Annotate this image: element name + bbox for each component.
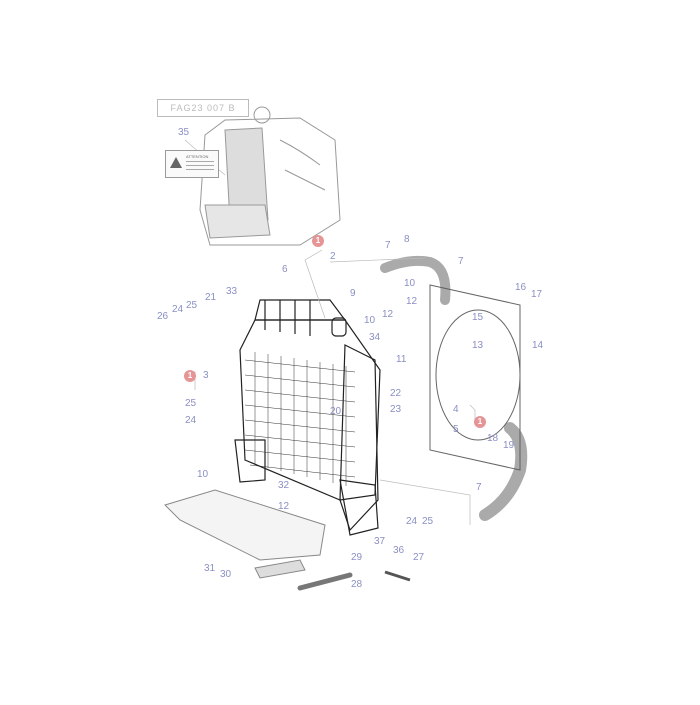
part-label: 3: [203, 370, 209, 381]
part-label: 10: [197, 469, 209, 480]
part-label: 18: [487, 433, 499, 444]
part-label: 8: [404, 234, 410, 245]
warning-triangle-icon: [170, 157, 182, 168]
reference-badge: 1: [474, 416, 486, 428]
part-label: 33: [226, 286, 238, 297]
part-label: 20: [330, 406, 342, 417]
part-label: 22: [390, 388, 402, 399]
part-label: 26: [157, 311, 169, 322]
part-label: 30: [220, 569, 232, 580]
part-label: 7: [458, 256, 464, 267]
part-label: 21: [205, 292, 217, 303]
part-label: 16: [515, 282, 527, 293]
reference-badge: 1: [312, 235, 324, 247]
part-label: 29: [351, 552, 363, 563]
part-label: 2: [330, 251, 336, 262]
part-label: 32: [278, 480, 290, 491]
part-label: 31: [204, 563, 216, 574]
part-label: 15: [472, 312, 484, 323]
part-label: 10: [404, 278, 416, 289]
part-label: 23: [390, 404, 402, 415]
part-label: 4: [453, 404, 459, 415]
part-label: 11: [396, 354, 407, 365]
part-label: 12: [278, 501, 290, 512]
drawing-code-box: FAG23 007 B: [157, 99, 249, 117]
part-label: 10: [364, 315, 376, 326]
warning-decal: ATTENTION: [165, 150, 219, 178]
part-label: 7: [476, 482, 482, 493]
part-label: 24: [185, 415, 197, 426]
part-label: 6: [282, 264, 288, 275]
part-label: 9: [350, 288, 356, 299]
part-label: 12: [382, 309, 394, 320]
part-label: 35: [178, 127, 190, 138]
part-label: 24: [406, 516, 418, 527]
part-label: 25: [422, 516, 434, 527]
part-label: 25: [185, 398, 197, 409]
part-label: 7: [385, 240, 391, 251]
part-label: 36: [393, 545, 405, 556]
part-label: 34: [369, 332, 381, 343]
part-label: 27: [413, 552, 425, 563]
reference-badge: 1: [184, 370, 196, 382]
part-label: 5: [453, 424, 459, 435]
part-label: 19: [503, 440, 515, 451]
part-label: 13: [472, 340, 484, 351]
part-label: 14: [532, 340, 544, 351]
part-label: 37: [374, 536, 386, 547]
part-label: 17: [531, 289, 543, 300]
part-label: 25: [186, 300, 198, 311]
part-label: 24: [172, 304, 184, 315]
part-label: 28: [351, 579, 363, 590]
warning-title: ATTENTION: [186, 154, 209, 159]
part-label: 12: [406, 296, 418, 307]
